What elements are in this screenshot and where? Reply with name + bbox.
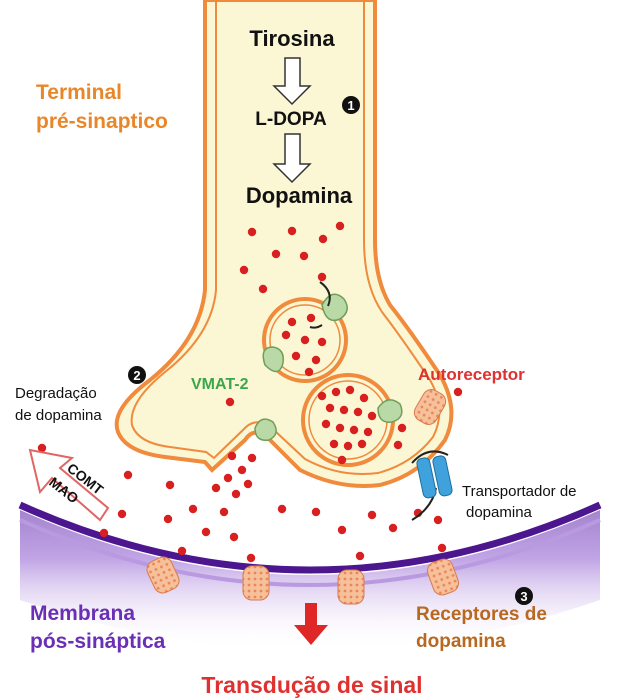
dopamine-dot — [356, 552, 364, 560]
dopamine-dot — [202, 528, 210, 536]
dopamine-dot — [354, 408, 362, 416]
label-transportador: Transportador de — [462, 483, 577, 500]
dopamine-transporter — [416, 455, 453, 499]
dopamine-dot — [340, 406, 348, 414]
dopamine-dot — [336, 222, 344, 230]
svg-text:3: 3 — [520, 589, 527, 604]
dopamine-dot — [212, 484, 220, 492]
dopamine-dot — [318, 392, 326, 400]
dopamine-dot — [124, 471, 132, 479]
dopamine-dot — [336, 424, 344, 432]
svg-text:1: 1 — [347, 98, 354, 113]
label-transducao: Transdução de sinal — [201, 672, 422, 698]
dopamine-dot — [368, 412, 376, 420]
dopamine-dot — [244, 480, 252, 488]
label-degradacao: Degradação — [15, 385, 97, 402]
dopamine-dot — [364, 428, 372, 436]
label-de-dopamina: de dopamina — [15, 407, 102, 424]
dopamine-dot — [338, 456, 346, 464]
dopamine-dot — [319, 235, 327, 243]
dopamine-dot — [398, 424, 406, 432]
dopamine-dot — [344, 442, 352, 450]
dopamine-dot — [368, 511, 376, 519]
dopamine-dot — [389, 524, 397, 532]
label-autoreceptor: Autoreceptor — [418, 365, 525, 384]
dopamine-dot — [226, 398, 234, 406]
dopamine-dot — [228, 452, 236, 460]
dopamine-dot — [278, 505, 286, 513]
dopamine-dot — [394, 441, 402, 449]
label-vmat2: VMAT-2 — [191, 376, 249, 393]
label-dopamina: Dopamina — [246, 183, 353, 208]
dopamine-dot — [238, 466, 246, 474]
dopamine-dot — [438, 544, 446, 552]
label-pos-sinaptica: pós-sináptica — [30, 630, 166, 653]
dopamine-dot — [318, 338, 326, 346]
dopamine-dot — [100, 529, 108, 537]
dopamine-dot — [358, 440, 366, 448]
marker-two: 2 — [128, 366, 146, 384]
dopamine-dot — [330, 440, 338, 448]
label-receptores: Receptores de — [416, 604, 547, 625]
dopamine-dot — [232, 490, 240, 498]
dopamine-dot — [248, 228, 256, 236]
dopamine-dot — [224, 474, 232, 482]
dopamine-dot — [288, 318, 296, 326]
dopamine-dot — [350, 426, 358, 434]
dopamine-dot — [307, 314, 315, 322]
dopamine-dot — [434, 516, 442, 524]
dopamine-dot — [288, 227, 296, 235]
dopamine-dot — [164, 515, 172, 523]
dopamine-dot — [259, 285, 267, 293]
label-membrana: Membrana — [30, 602, 135, 625]
dopamine-dot — [305, 368, 313, 376]
dopamine-dot — [318, 273, 326, 281]
marker-three: 3 — [515, 587, 533, 605]
dopamine-dot — [301, 336, 309, 344]
label-receptores-dopamina: dopamina — [416, 631, 506, 652]
dopamine-dot — [338, 526, 346, 534]
dopamine-dot — [360, 394, 368, 402]
marker-one: 1 — [342, 96, 360, 114]
dopamine-dot — [292, 352, 300, 360]
dopamine-dot — [332, 388, 340, 396]
label-ldopa: L-DOPA — [255, 109, 327, 130]
dopamine-dot — [118, 510, 126, 518]
dopamine-dot — [326, 404, 334, 412]
dopamine-dot — [240, 266, 248, 274]
label-tirosina: Tirosina — [249, 26, 335, 51]
dopamine-dot — [282, 331, 290, 339]
dopamine-dot — [272, 250, 280, 258]
dopamine-dot — [312, 356, 320, 364]
dopamine-dot — [220, 508, 228, 516]
dopamine-dot — [247, 554, 255, 562]
label-pre-sinaptico: pré-sinaptico — [36, 110, 168, 133]
label-terminal: Terminal — [36, 81, 122, 104]
dopamine-dot — [248, 454, 256, 462]
label-transportador-dopamina: dopamina — [466, 504, 533, 521]
svg-text:2: 2 — [133, 368, 140, 383]
dopamine-dot — [166, 481, 174, 489]
dopamine-dot — [230, 533, 238, 541]
dopamine-dot — [322, 420, 330, 428]
dopamine-dot — [346, 386, 354, 394]
dopamine-dot — [454, 388, 462, 396]
dopamine-dot — [178, 547, 186, 555]
dopamine-dot — [312, 508, 320, 516]
dopamine-dot — [189, 505, 197, 513]
dopamine-dot — [300, 252, 308, 260]
